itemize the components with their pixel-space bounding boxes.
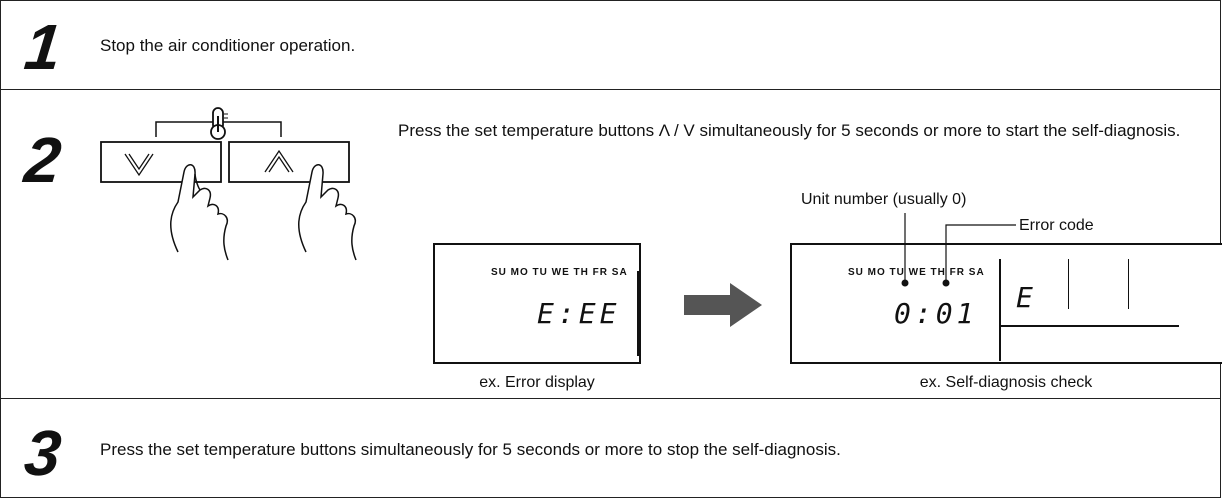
hand-icon: [170, 164, 229, 261]
error-code-digit: E: [1016, 281, 1037, 314]
weekday-labels: SU MO TU WE TH FR SA: [491, 267, 628, 278]
error-lcd-display: SU MO TU WE TH FR SA E:EE: [433, 243, 641, 364]
step-number: 1: [21, 11, 65, 83]
lcd-divider: [999, 259, 1001, 361]
lcd-divider: [999, 325, 1179, 327]
error-code-label: Error code: [1019, 217, 1094, 234]
arrow-right-icon: [684, 283, 762, 327]
step-number: 3: [21, 417, 65, 489]
lcd-digits: E:EE: [537, 297, 621, 330]
lcd-divider: [637, 271, 639, 356]
step-number: 2: [21, 124, 65, 196]
temperature-buttons-illustration: [100, 107, 357, 261]
temp-up-button: [228, 141, 350, 183]
weekday-labels: SU MO TU WE TH FR SA: [848, 267, 985, 278]
step-3-panel: 3 Press the set temperature buttons simu…: [0, 398, 1221, 498]
annotation-leaders: [901, 213, 1016, 287]
step-1-panel: 1 Stop the air conditioner operation.: [0, 0, 1221, 90]
thermometer-icon: [210, 107, 228, 140]
lcd-divider: [1128, 259, 1129, 309]
diagnosis-caption: ex. Self-diagnosis check: [919, 374, 1093, 391]
lcd-divider: [1068, 259, 1069, 309]
step-text: Press the set temperature buttons Λ / V …: [398, 121, 1181, 140]
unit-number-label: Unit number (usually 0): [801, 191, 967, 208]
hand-icon: [298, 164, 357, 261]
error-display-caption: ex. Error display: [479, 374, 595, 391]
diagnosis-lcd-display: SU MO TU WE TH FR SA 0:01 E: [790, 243, 1222, 364]
step-text: Stop the air conditioner operation.: [100, 36, 356, 55]
unit-number-digits: 0:01: [894, 297, 978, 330]
step-2-panel: 2: [0, 89, 1222, 399]
temp-down-button: [100, 141, 222, 183]
step-text: Press the set temperature buttons simult…: [100, 440, 841, 459]
